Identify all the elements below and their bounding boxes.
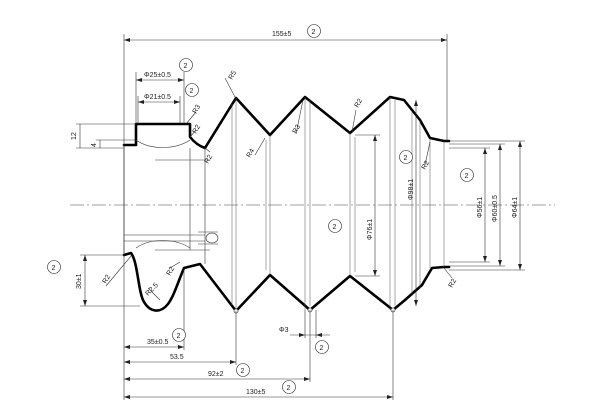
dim-text-64: Φ64±1	[512, 197, 519, 218]
radius-label: R3	[192, 104, 203, 115]
radius-label: R3	[292, 124, 303, 135]
note-marker: 2	[315, 340, 329, 354]
radius-label: R2	[204, 154, 215, 165]
dim-text-60: Φ60±0.5	[492, 195, 499, 222]
radius-label: R2.5	[144, 282, 159, 297]
radius-label: R5	[228, 70, 239, 81]
radius-leaders	[105, 77, 453, 301]
note-marker: 2	[282, 380, 296, 394]
note-marker: 2	[172, 328, 186, 342]
svg-text:2: 2	[465, 173, 469, 180]
bellows-profile-lower	[122, 251, 451, 313]
dim-text-98: Φ98±1	[408, 179, 415, 200]
bellows-profile-upper	[122, 95, 451, 150]
radius-label: R2	[166, 266, 177, 277]
svg-text:2: 2	[241, 368, 245, 375]
dim-text-21: Φ21±0.5	[144, 94, 171, 101]
dim-text-130: 130±5	[246, 389, 266, 396]
note-marker: 2	[185, 83, 199, 97]
note-marker: 2	[307, 24, 321, 38]
dim-text-53: 53.5	[170, 354, 184, 361]
note-marker: 2	[236, 363, 250, 377]
svg-text:2: 2	[333, 224, 337, 231]
radius-label: R2	[192, 124, 203, 135]
radius-label: R2	[448, 278, 459, 289]
cuff-groove-upper	[135, 139, 191, 148]
svg-text:2: 2	[52, 265, 56, 272]
dim-text-92: 92±2	[208, 371, 224, 378]
radius-label: R4	[246, 148, 257, 159]
dim-text-12: 12	[71, 132, 78, 140]
dim-text-76: Φ76±1	[367, 219, 374, 240]
svg-text:2: 2	[404, 155, 408, 162]
dim-text-4: 4	[91, 143, 98, 147]
svg-text:2: 2	[177, 333, 181, 340]
radius-label: R2	[102, 274, 113, 285]
dim-text-30: 30±1	[76, 273, 83, 289]
dim-text-25: Φ25±0.5	[144, 72, 171, 79]
svg-text:2: 2	[312, 29, 316, 36]
arrowheads	[83, 38, 522, 399]
note-marker: 2	[460, 168, 474, 182]
note-marker: 2	[179, 58, 193, 72]
svg-text:2: 2	[287, 385, 291, 392]
svg-text:2: 2	[184, 63, 188, 70]
cuff-groove-lower	[135, 240, 191, 249]
radius-label: R2	[354, 98, 365, 109]
svg-text:2: 2	[320, 345, 324, 352]
note-marker: 2	[399, 150, 413, 164]
dim-text-155: 155±5	[272, 31, 292, 38]
radius-label: R2	[421, 160, 432, 171]
dim-text-3: Φ3	[279, 327, 289, 334]
dim-text-35: 35±0.5	[147, 339, 168, 346]
dim-text-56: Φ56±1	[477, 197, 484, 218]
vent-hole	[205, 232, 219, 244]
note-marker: 2	[47, 260, 61, 274]
note-marker: 2	[328, 219, 342, 233]
svg-text:2: 2	[190, 88, 194, 95]
